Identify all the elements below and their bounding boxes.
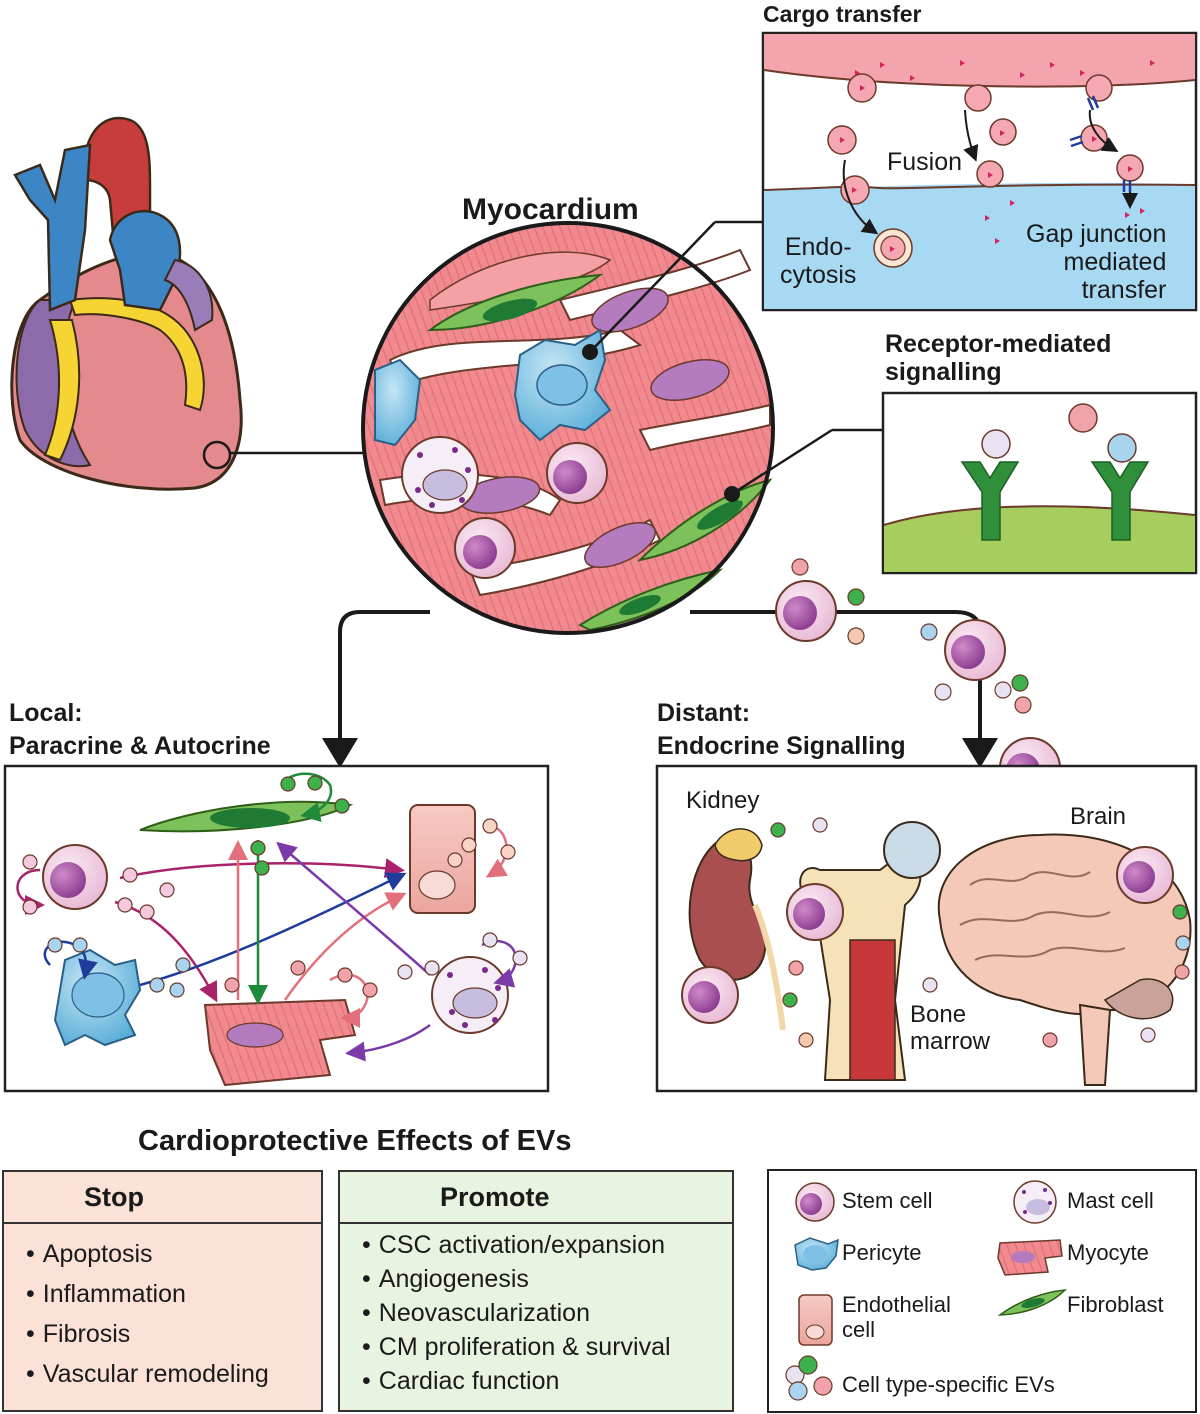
local-title: Local: Paracrine & Autocrine <box>9 699 271 760</box>
bone-marrow-label: Bone marrow <box>910 1001 991 1055</box>
promote-item: Neovascularization <box>362 1296 732 1330</box>
receptor-icon <box>960 461 1150 541</box>
legend-evs: Cell type-specific EVs <box>842 1372 1055 1397</box>
effects-title: Cardioprotective Effects of EVs <box>138 1125 572 1157</box>
endothelial-cell-icon <box>798 1294 833 1346</box>
myocardium-magnified-circle <box>361 221 775 635</box>
stop-item: Fibrosis <box>26 1314 321 1354</box>
stop-item: Vascular remodeling <box>26 1354 321 1394</box>
fibroblast-icon <box>997 1289 1068 1316</box>
stem-cell-icon <box>795 1182 835 1222</box>
local-panel <box>3 764 550 1093</box>
promote-item: CSC activation/expansion <box>362 1228 732 1262</box>
cargo-transfer-title: Cargo transfer <box>763 1 922 27</box>
ev-cluster-icon <box>785 1355 833 1401</box>
legend-fibroblast: Fibroblast <box>1067 1292 1164 1317</box>
legend-mast-cell: Mast cell <box>1067 1188 1154 1213</box>
legend-myocyte: Myocyte <box>1067 1240 1149 1265</box>
gap-junction-label: Gap junction mediated transfer <box>1026 220 1167 304</box>
kidney-icon <box>688 828 786 1031</box>
promote-item: Cardiac function <box>362 1364 732 1398</box>
stop-effects-box: Stop Apoptosis Inflammation Fibrosis Vas… <box>2 1170 323 1412</box>
distant-panel <box>655 764 1198 1093</box>
stop-item: Apoptosis <box>26 1234 321 1274</box>
promote-item: CM proliferation & survival <box>362 1330 732 1364</box>
stop-label: Stop <box>84 1181 144 1212</box>
kidney-label: Kidney <box>686 787 760 814</box>
legend-pericyte: Pericyte <box>842 1240 922 1265</box>
stop-list: Apoptosis Inflammation Fibrosis Vascular… <box>4 1224 321 1394</box>
promote-item: Angiogenesis <box>362 1262 732 1296</box>
heart-icon <box>10 116 243 491</box>
stop-header: Stop <box>4 1172 321 1224</box>
receptor-panel <box>881 391 1198 575</box>
legend-stem-cell: Stem cell <box>842 1188 933 1213</box>
promote-header: Promote <box>340 1172 732 1224</box>
promote-list: CSC activation/expansion Angiogenesis Ne… <box>340 1224 732 1398</box>
fusion-label: Fusion <box>887 148 963 176</box>
legend-endothelial: Endothelial cell <box>842 1292 951 1342</box>
stop-item: Inflammation <box>26 1274 321 1314</box>
bone-icon <box>799 821 941 1081</box>
cargo-transfer-panel <box>761 31 1198 312</box>
receptor-title: Receptor-mediated signalling <box>885 330 1112 386</box>
myocardium-title: Myocardium <box>462 193 639 226</box>
distant-title: Distant: Endocrine Signalling <box>657 699 906 760</box>
brain-label: Brain <box>1070 803 1127 830</box>
endocytosis-label: Endo- cytosis <box>780 233 857 289</box>
legend-icons <box>767 1169 1197 1413</box>
promote-label: Promote <box>440 1181 550 1212</box>
promote-effects-box: Promote CSC activation/expansion Angioge… <box>338 1170 734 1412</box>
mast-cell-icon <box>1013 1180 1057 1224</box>
leader-lines <box>582 220 883 502</box>
myocyte-icon <box>997 1239 1063 1276</box>
pericyte-icon <box>794 1237 839 1271</box>
